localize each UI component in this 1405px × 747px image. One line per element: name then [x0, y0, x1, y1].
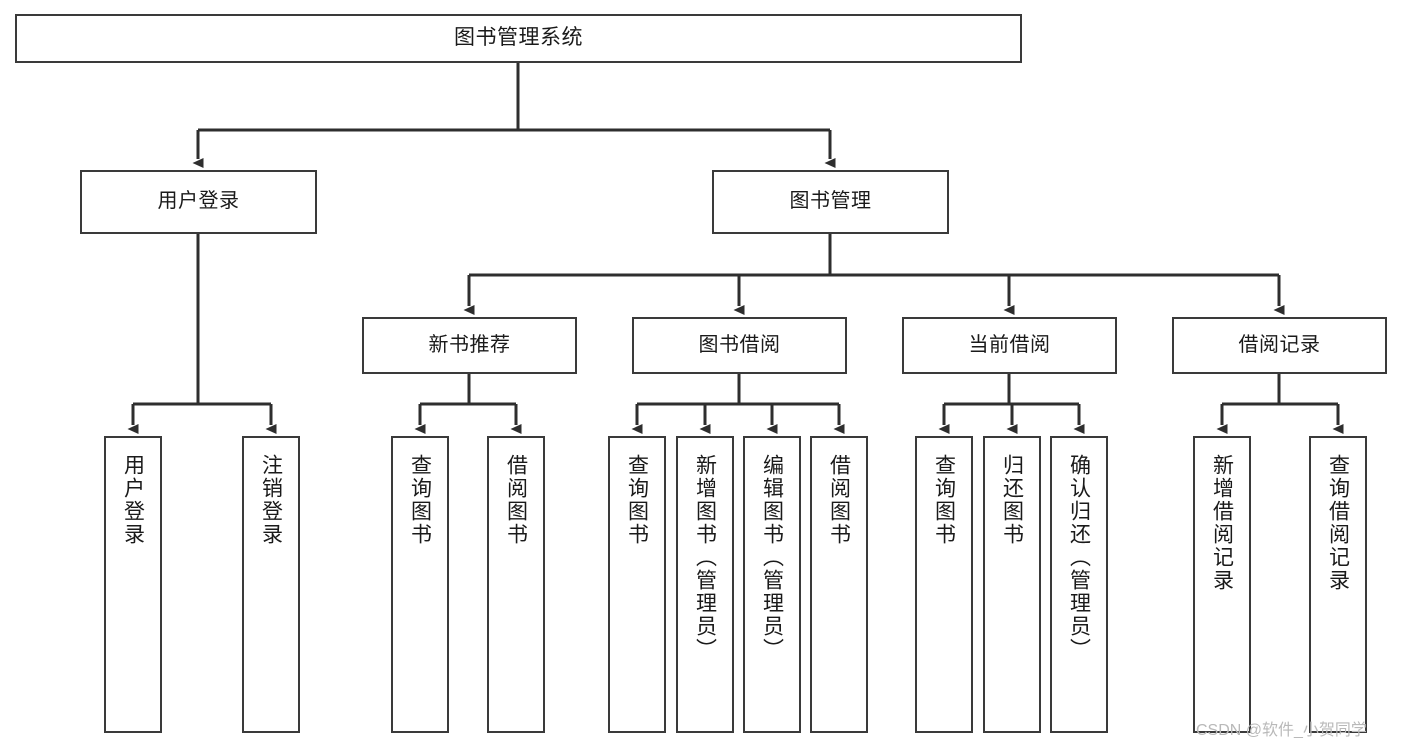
node-label: 新增图书（管理员）	[693, 454, 717, 661]
node-user-login[interactable]: 用户登录	[80, 170, 317, 234]
node-label: 注销登录	[259, 454, 283, 546]
node-book-manage[interactable]: 图书管理	[712, 170, 949, 234]
node-label: 用户登录	[121, 454, 145, 546]
node-label: 用户登录	[157, 190, 240, 213]
node-label: 查询图书	[625, 454, 649, 546]
node-label: 归还图书	[1000, 454, 1024, 546]
leaf-borrow-book-a[interactable]: 借阅图书	[487, 436, 545, 733]
csdn-watermark: CSDN @软件_小贺同学	[1196, 722, 1367, 739]
node-book-borrow[interactable]: 图书借阅	[632, 317, 847, 374]
node-label: 图书管理系统	[454, 26, 583, 50]
leaf-query-book-a[interactable]: 查询图书	[391, 436, 449, 733]
node-label: 查询图书	[408, 454, 432, 546]
node-label: 借阅图书	[827, 454, 851, 546]
node-label: 新增借阅记录	[1210, 454, 1234, 592]
node-label: 图书借阅	[698, 333, 781, 356]
node-current-borrow[interactable]: 当前借阅	[902, 317, 1117, 374]
node-book-management-system[interactable]: 图书管理系统	[15, 14, 1022, 63]
node-label: 确认归还（管理员）	[1067, 454, 1091, 661]
leaf-user-login[interactable]: 用户登录	[104, 436, 162, 733]
leaf-add-book[interactable]: 新增图书（管理员）	[676, 436, 734, 733]
node-label: 借阅记录	[1238, 333, 1321, 356]
leaf-logout[interactable]: 注销登录	[242, 436, 300, 733]
leaf-add-borrow-record[interactable]: 新增借阅记录	[1193, 436, 1251, 733]
leaf-query-book-c[interactable]: 查询图书	[915, 436, 973, 733]
leaf-edit-book[interactable]: 编辑图书（管理员）	[743, 436, 801, 733]
node-label: 编辑图书（管理员）	[760, 454, 784, 661]
leaf-confirm-return[interactable]: 确认归还（管理员）	[1050, 436, 1108, 733]
leaf-borrow-book-b[interactable]: 借阅图书	[810, 436, 868, 733]
node-borrow-record[interactable]: 借阅记录	[1172, 317, 1387, 374]
node-label: 图书管理	[789, 190, 872, 213]
node-label: 查询借阅记录	[1326, 454, 1350, 592]
leaf-query-book-b[interactable]: 查询图书	[608, 436, 666, 733]
node-new-book-recommend[interactable]: 新书推荐	[362, 317, 577, 374]
node-label: 借阅图书	[504, 454, 528, 546]
node-label: 查询图书	[932, 454, 956, 546]
leaf-query-borrow-record[interactable]: 查询借阅记录	[1309, 436, 1367, 733]
leaf-return-book[interactable]: 归还图书	[983, 436, 1041, 733]
node-label: 新书推荐	[428, 333, 511, 356]
node-label: 当前借阅	[968, 333, 1051, 356]
